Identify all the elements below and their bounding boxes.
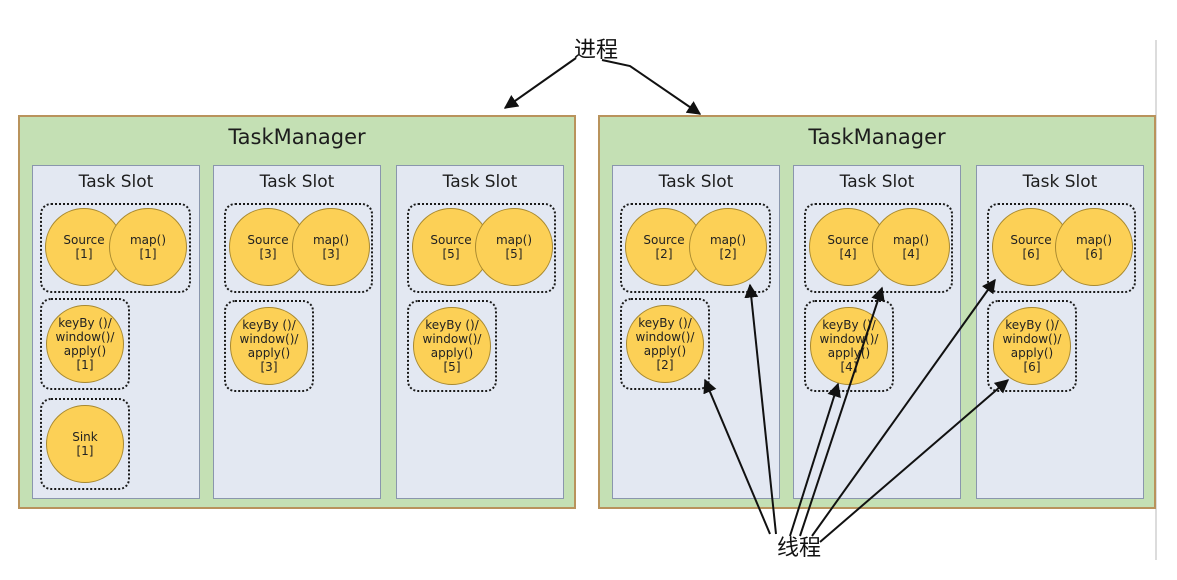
process-arrow-left: [503, 57, 577, 109]
source-map-group-4: Source [4] map() [4]: [804, 203, 953, 293]
keyby-window-apply-operator-3: keyBy ()/ window()/ apply() [3]: [230, 307, 308, 385]
source-map-group-6: Source [6] map() [6]: [987, 203, 1136, 293]
task-slot-title: Task Slot: [78, 172, 154, 192]
taskmanager-1-title: TaskManager: [228, 125, 366, 149]
task-slot-title: Task Slot: [259, 172, 335, 192]
map-operator-6: map() [6]: [1055, 208, 1133, 286]
map-operator-2: map() [2]: [689, 208, 767, 286]
source-map-group-3: Source [3] map() [3]: [224, 203, 373, 293]
map-operator-4: map() [4]: [872, 208, 950, 286]
keyby-group-1: keyBy ()/ window()/ apply() [1]: [40, 298, 130, 390]
task-slot-3: Task Slot Source [3] map() [3] keyBy ()/…: [213, 165, 381, 499]
keyby-group-5: keyBy ()/ window()/ apply() [5]: [407, 300, 497, 392]
thread-label: 线程: [777, 536, 822, 561]
keyby-group-4: keyBy ()/ window()/ apply() [4]: [804, 300, 894, 392]
process-label: 进程: [574, 38, 619, 63]
taskmanager-2-title: TaskManager: [808, 125, 946, 149]
keyby-window-apply-operator-6: keyBy ()/ window()/ apply() [6]: [993, 307, 1071, 385]
keyby-group-2: keyBy ()/ window()/ apply() [2]: [620, 298, 710, 390]
task-slot-title: Task Slot: [658, 172, 734, 192]
keyby-group-3: keyBy ()/ window()/ apply() [3]: [224, 300, 314, 392]
process-arrow-right: [601, 59, 702, 115]
task-slot-title: Task Slot: [839, 172, 915, 192]
task-slot-2: Task Slot Source [2] map() [2] keyBy ()/…: [612, 165, 780, 499]
sink-operator-1: Sink [1]: [46, 405, 124, 483]
keyby-window-apply-operator-2: keyBy ()/ window()/ apply() [2]: [626, 305, 704, 383]
thread-arrow-keyby-6: [819, 379, 1010, 543]
keyby-window-apply-operator-5: keyBy ()/ window()/ apply() [5]: [413, 307, 491, 385]
right-edge-line: [1155, 40, 1157, 560]
thread-arrow-keyby-2: [703, 378, 771, 535]
sink-group-1: Sink [1]: [40, 398, 130, 490]
source-map-group-5: Source [5] map() [5]: [407, 203, 556, 293]
map-operator-5: map() [5]: [475, 208, 553, 286]
map-operator-1: map() [1]: [109, 208, 187, 286]
map-operator-3: map() [3]: [292, 208, 370, 286]
thread-arrow-keyby-4: [789, 382, 841, 537]
taskmanager-2: TaskManager Task Slot Source [2] map() […: [598, 115, 1156, 509]
source-map-group-1: Source [1] map() [1]: [40, 203, 191, 293]
thread-arrow-map-4: [799, 286, 885, 537]
keyby-window-apply-operator-1: keyBy ()/ window()/ apply() [1]: [46, 305, 124, 383]
task-slot-title: Task Slot: [442, 172, 518, 192]
task-slot-title: Task Slot: [1022, 172, 1098, 192]
keyby-group-6: keyBy ()/ window()/ apply() [6]: [987, 300, 1077, 392]
thread-arrow-map-2: [744, 283, 777, 535]
thread-arrow-source-6: [811, 278, 996, 537]
taskmanager-1: TaskManager Task Slot Source [1] map() […: [18, 115, 576, 509]
source-operator-6: Source [6]: [992, 208, 1070, 286]
task-slot-6: Task Slot Source [6] map() [6] keyBy ()/…: [976, 165, 1144, 499]
keyby-window-apply-operator-4: keyBy ()/ window()/ apply() [4]: [810, 307, 888, 385]
source-map-group-2: Source [2] map() [2]: [620, 203, 771, 293]
task-slot-1: Task Slot Source [1] map() [1] keyBy ()/…: [32, 165, 200, 499]
task-slot-5: Task Slot Source [5] map() [5] keyBy ()/…: [396, 165, 564, 499]
